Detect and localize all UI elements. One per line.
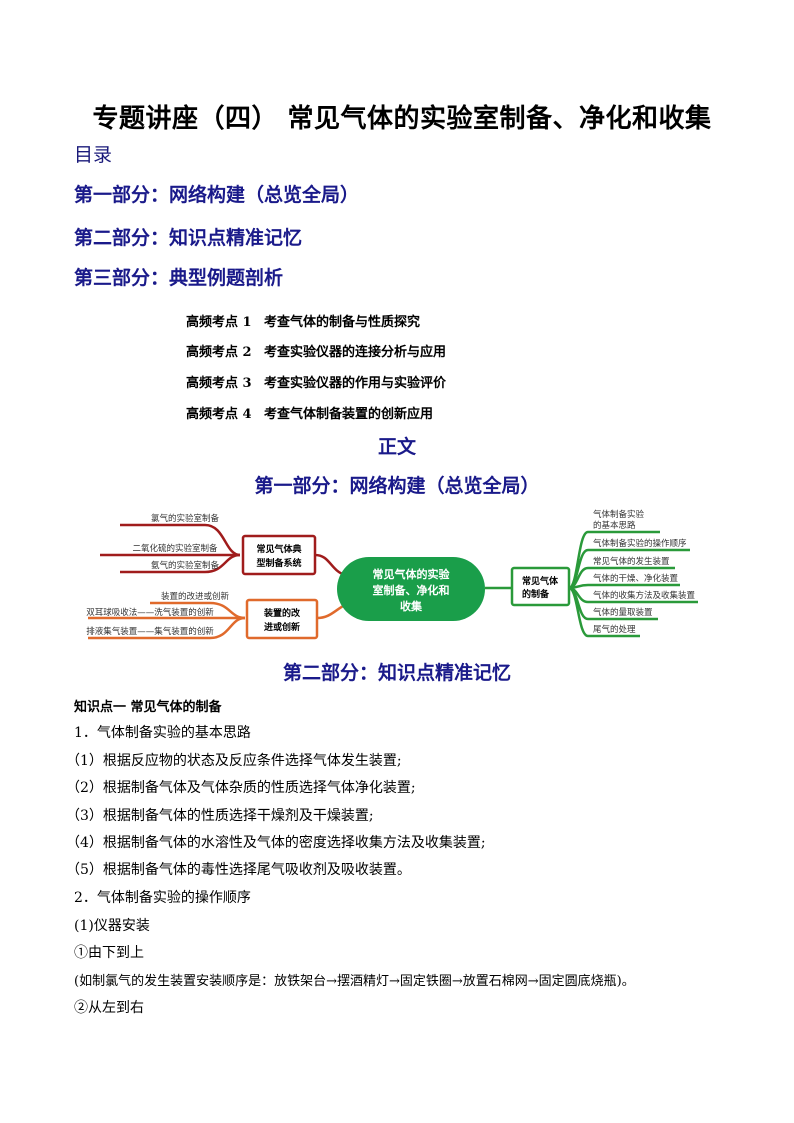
toc-topic-3[interactable]: 高频考点 3 考查实验仪器的作用与实验评价 — [186, 372, 446, 391]
topic-text: 考查气体制备装置的创新应用 — [264, 407, 434, 422]
svg-text:常见气体典: 常见气体典 — [256, 543, 301, 555]
knowledge-heading: 知识点一 常见气体的制备 — [74, 700, 222, 715]
svg-text:的基本思路: 的基本思路 — [593, 520, 636, 531]
toc-heading: 目录 — [74, 144, 113, 166]
svg-text:装置的改进或创新: 装置的改进或创新 — [161, 591, 230, 602]
part1-heading: 第一部分：网络构建（总览全局） — [254, 475, 540, 497]
knowledge-line: 2．气体制备实验的操作顺序 — [74, 890, 251, 906]
svg-text:气体制备实验的操作顺序: 气体制备实验的操作顺序 — [593, 538, 687, 549]
svg-text:的制备: 的制备 — [522, 588, 550, 600]
mindmap-diagram: 常见气体典 型制备系统 氯气的实验室制备 二氧化硫的实验室制备 氨气的实验室制备… — [86, 509, 698, 640]
document-title: 专题讲座（四） 常见气体的实验室制备、净化和收集 — [92, 104, 712, 134]
svg-text:排液集气装置——集气装置的创新: 排液集气装置——集气装置的创新 — [86, 626, 214, 637]
node-typical-systems — [241, 534, 317, 576]
toc-part-3[interactable]: 第三部分：典型例题剖析 — [74, 267, 284, 289]
topic-label: 高频考点 1 — [186, 315, 252, 330]
topic-label: 高频考点 2 — [186, 345, 252, 360]
center-node: 常见气体的实验 室制备、净化和 收集 — [337, 557, 485, 621]
svg-text:装置的改: 装置的改 — [263, 607, 301, 619]
svg-text:氨气的实验室制备: 氨气的实验室制备 — [151, 560, 220, 571]
node-innovation — [245, 598, 319, 640]
knowledge-line: （3）根据制备气体的性质选择干燥剂及干燥装置; — [66, 808, 374, 824]
topic-label: 高频考点 4 — [186, 407, 252, 422]
knowledge-line: 1．气体制备实验的基本思路 — [74, 725, 251, 741]
knowledge-line: (1)仪器安装 — [74, 918, 150, 934]
knowledge-line: ②从左到右 — [74, 1000, 144, 1016]
svg-text:气体制备实验: 气体制备实验 — [593, 509, 645, 520]
svg-text:进或创新: 进或创新 — [264, 621, 300, 633]
svg-text:尾气的处理: 尾气的处理 — [593, 624, 636, 635]
knowledge-line: （2）根据制备气体及气体杂质的性质选择气体净化装置; — [66, 780, 416, 796]
topic-label: 高频考点 3 — [186, 376, 252, 391]
knowledge-line: （1）根据反应物的状态及反应条件选择气体发生装置; — [66, 753, 402, 769]
knowledge-line: ①由下到上 — [74, 945, 144, 961]
svg-text:收集: 收集 — [400, 599, 423, 613]
part2-heading: 第二部分：知识点精准记忆 — [282, 662, 511, 684]
svg-text:室制备、净化和: 室制备、净化和 — [373, 583, 450, 597]
branch-gas-preparation: 常见气体 的制备 气体制备实验 的基本思路 气体制备实验的操作顺序 常见气体的发… — [485, 509, 698, 638]
toc-topic-2[interactable]: 高频考点 2 考查实验仪器的连接分析与应用 — [186, 341, 446, 360]
toc-part-1[interactable]: 第一部分：网络构建（总览全局） — [74, 184, 360, 206]
branch-typical-systems: 常见气体典 型制备系统 氯气的实验室制备 二氧化硫的实验室制备 氨气的实验室制备 — [100, 513, 346, 577]
knowledge-line: （5）根据制备气体的毒性选择尾气吸收剂及吸收装置。 — [66, 862, 411, 878]
svg-text:气体的干燥、净化装置: 气体的干燥、净化装置 — [593, 573, 679, 584]
topic-text: 考查气体的制备与性质探究 — [264, 315, 421, 330]
svg-text:氯气的实验室制备: 氯气的实验室制备 — [151, 513, 220, 524]
knowledge-line: （4）根据制备气体的水溶性及气体的密度选择收集方法及收集装置; — [66, 835, 486, 851]
toc-topic-1[interactable]: 高频考点 1 考查气体的制备与性质探究 — [186, 311, 420, 330]
topic-text: 考查实验仪器的作用与实验评价 — [264, 376, 447, 391]
branch-innovation: 装置的改 进或创新 装置的改进或创新 双耳球吸收法——洗气装置的创新 排液集气装… — [86, 591, 346, 640]
main-heading: 正文 — [377, 436, 416, 458]
svg-text:常见气体: 常见气体 — [522, 575, 559, 587]
node-gas-preparation — [510, 566, 571, 607]
toc-topic-4[interactable]: 高频考点 4 考查气体制备装置的创新应用 — [186, 403, 433, 422]
svg-text:常见气体的发生装置: 常见气体的发生装置 — [593, 556, 670, 567]
topic-text: 考查实验仪器的连接分析与应用 — [264, 345, 447, 360]
svg-text:型制备系统: 型制备系统 — [256, 557, 301, 569]
svg-text:二氧化硫的实验室制备: 二氧化硫的实验室制备 — [132, 543, 218, 554]
svg-text:气体的收集方法及收集装置: 气体的收集方法及收集装置 — [593, 590, 696, 601]
knowledge-line: (如制氯气的发生装置安装顺序是：放铁架台→摆酒精灯→固定铁圈→放置石棉网→固定圆… — [74, 974, 635, 989]
toc-part-2[interactable]: 第二部分：知识点精准记忆 — [74, 227, 303, 249]
svg-text:双耳球吸收法——洗气装置的创新: 双耳球吸收法——洗气装置的创新 — [86, 607, 214, 618]
svg-text:常见气体的实验: 常见气体的实验 — [373, 567, 451, 581]
svg-text:气体的量取装置: 气体的量取装置 — [593, 607, 653, 618]
